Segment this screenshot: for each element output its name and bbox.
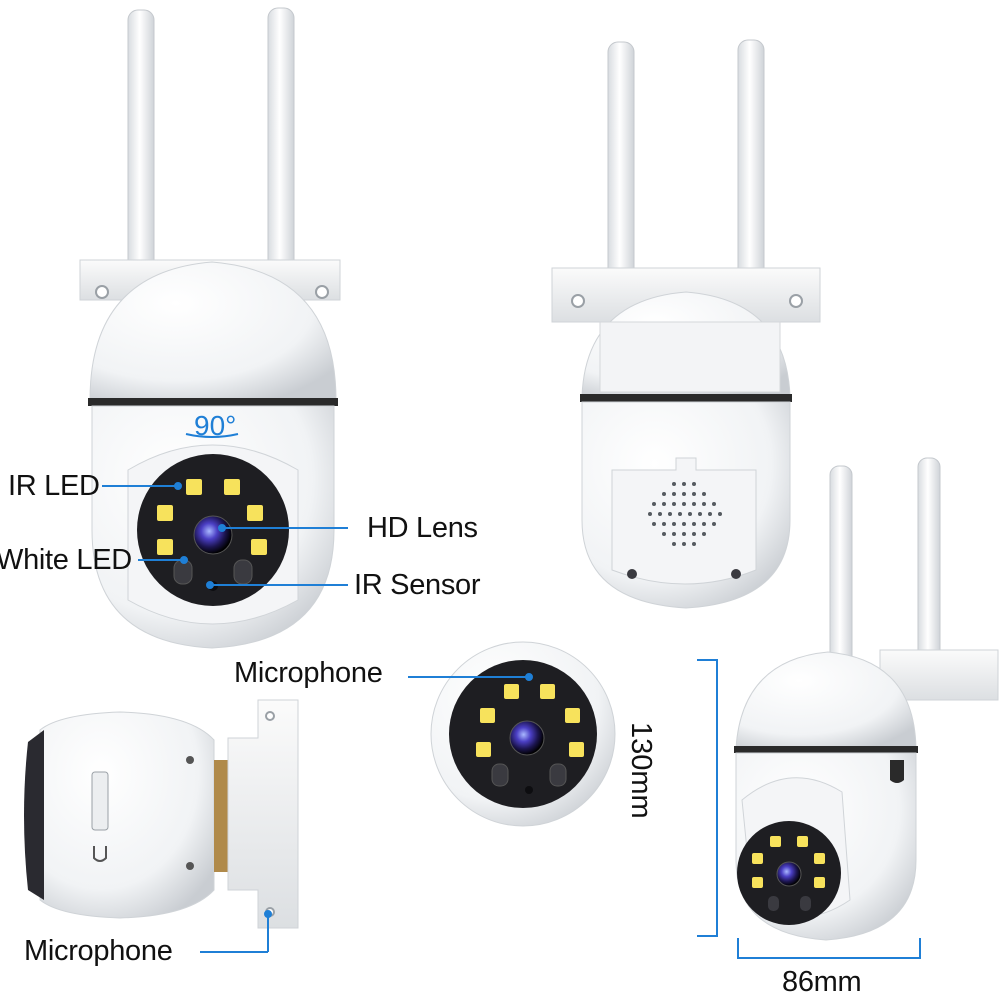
ir-sensor <box>768 896 779 911</box>
screw <box>731 569 741 579</box>
dimension-view-camera <box>734 457 999 941</box>
speaker-grille <box>648 482 722 546</box>
dimension-lines <box>697 659 921 959</box>
height-dimension-label: 130mm <box>625 722 657 819</box>
led <box>752 877 763 888</box>
led <box>157 505 173 521</box>
antenna-left <box>607 41 635 283</box>
led <box>476 742 491 757</box>
screw-hole <box>95 285 109 299</box>
screw-hole <box>265 711 275 721</box>
lens-closeup <box>430 641 616 827</box>
upper-dome <box>735 651 917 749</box>
led <box>565 708 580 723</box>
ir-sensor <box>491 763 509 787</box>
front-view-camera <box>79 7 341 649</box>
rear-panel <box>611 457 757 585</box>
ir-sensor-label: IR Sensor <box>354 569 481 601</box>
sd-slot <box>91 771 109 831</box>
side-bracket <box>227 699 299 929</box>
hd-lens <box>776 861 802 887</box>
led <box>480 708 495 723</box>
led <box>770 836 781 847</box>
reset-button <box>93 846 107 862</box>
led <box>247 505 263 521</box>
antenna-right <box>737 39 765 283</box>
back-view-camera <box>551 39 821 609</box>
led <box>569 742 584 757</box>
antenna-right <box>267 7 295 301</box>
hd-lens <box>193 515 233 555</box>
microphone-side-label: Microphone <box>24 935 173 967</box>
screw <box>186 862 194 870</box>
screw <box>186 756 194 764</box>
ir-sensor <box>800 896 811 911</box>
white-led-label: White LED <box>0 544 132 576</box>
upper-dome <box>89 261 337 401</box>
led <box>814 853 825 864</box>
seam-band <box>580 394 792 402</box>
seam-band <box>88 398 338 406</box>
callout-side-microphone <box>200 910 272 953</box>
hd-lens-label: HD Lens <box>367 512 478 544</box>
rotation-angle-label: 90° <box>194 410 237 441</box>
led <box>752 853 763 864</box>
led <box>224 479 240 495</box>
seam-band <box>734 746 918 753</box>
led <box>186 479 202 495</box>
screw-hole <box>571 294 585 308</box>
antenna-left <box>127 9 155 301</box>
led <box>504 684 519 699</box>
led <box>251 539 267 555</box>
ir-sensor <box>233 559 253 585</box>
screw-hole <box>789 294 803 308</box>
closeup-lens <box>509 720 545 756</box>
ir-led-label: IR LED <box>8 470 100 502</box>
side-body <box>39 711 215 919</box>
screw-hole <box>315 285 329 299</box>
led <box>157 539 173 555</box>
width-dimension-label: 86mm <box>782 966 862 998</box>
bracket-arm <box>599 321 781 393</box>
led <box>814 877 825 888</box>
led <box>797 836 808 847</box>
side-lens-edge <box>24 730 44 900</box>
width-dimension-line <box>737 938 921 959</box>
ir-sensor <box>549 763 567 787</box>
mount-pivot <box>214 760 228 872</box>
led <box>540 684 555 699</box>
side-detail <box>890 760 904 783</box>
rotation-arc <box>185 433 239 438</box>
side-view-camera <box>24 699 299 929</box>
callout-lines-front <box>102 482 348 589</box>
callout-closeup-microphone <box>408 673 533 681</box>
microphone-closeup-label: Microphone <box>234 657 383 689</box>
height-dimension-line <box>697 659 718 937</box>
microphone-hole <box>525 786 533 794</box>
screw <box>627 569 637 579</box>
